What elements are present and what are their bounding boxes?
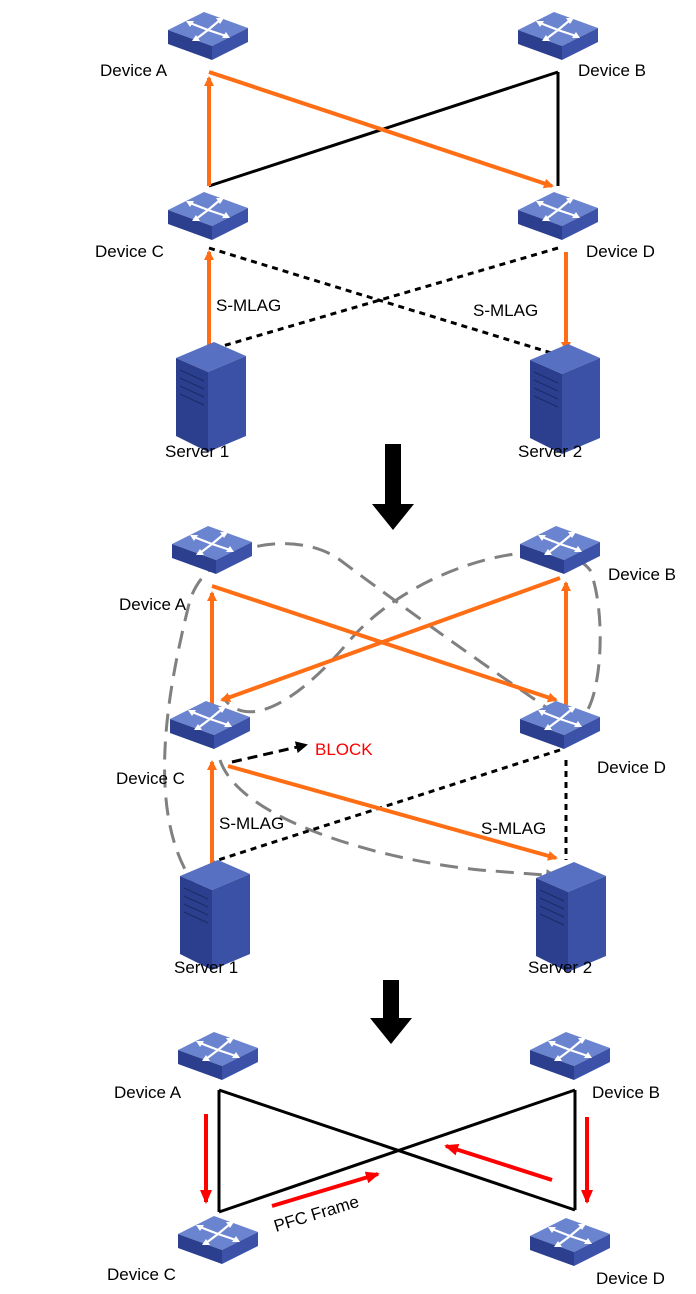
label-device-c: Device C (116, 769, 185, 788)
link-b-c (218, 1088, 576, 1214)
server-icon-1 (175, 341, 247, 453)
panel-3: Device A Device B Device C Device D PFC … (107, 1030, 665, 1288)
switch-icon-a (176, 1030, 260, 1082)
label-device-d: Device D (596, 1269, 665, 1288)
switch-icon-a (170, 524, 254, 576)
switch-icon-d (528, 1216, 612, 1268)
label-device-a: Device A (119, 595, 187, 614)
label-server-1: Server 1 (165, 442, 229, 461)
label-device-c: Device C (95, 242, 164, 261)
traffic-b-to-c (220, 576, 561, 702)
server-icon-2 (535, 861, 607, 973)
label-pfc-frame: PFC Frame (272, 1192, 362, 1236)
label-device-a: Device A (114, 1083, 182, 1102)
switch-icon-c (166, 190, 250, 242)
switch-icon-b (516, 10, 600, 62)
label-block: BLOCK (315, 740, 373, 759)
label-smlag-right: S-MLAG (473, 301, 538, 320)
down-arrow-icon (370, 980, 412, 1044)
label-device-b: Device B (592, 1083, 660, 1102)
loop-path (163, 542, 602, 893)
label-smlag-left: S-MLAG (219, 814, 284, 833)
dotted-d-server1 (208, 246, 559, 352)
block-arrow (231, 741, 308, 764)
down-arrow-icon (372, 444, 414, 530)
switch-icon-a (166, 10, 250, 62)
label-smlag-left: S-MLAG (216, 296, 281, 315)
label-smlag-right: S-MLAG (481, 819, 546, 838)
label-device-a: Device A (100, 61, 168, 80)
label-device-b: Device B (578, 61, 646, 80)
switch-icon-b (528, 1030, 612, 1082)
pfc-arrow-c-to-b (271, 1171, 380, 1208)
traffic-a-to-d (208, 70, 554, 189)
traffic-c-to-server2 (227, 764, 558, 861)
label-server-1: Server 1 (174, 958, 238, 977)
dotted-d-server1 (211, 748, 561, 864)
server-icon-2 (529, 343, 601, 455)
switch-icon-d (516, 190, 600, 242)
panel-2: Device A Device B Device C Device D BLOC… (116, 524, 676, 977)
label-device-d: Device D (597, 758, 666, 777)
pfc-arrow-d-to-a (444, 1143, 553, 1182)
loop-path-lower (218, 759, 558, 882)
label-server-2: Server 2 (518, 442, 582, 461)
panel-1: Device A Device B Device C Device D S-ML… (95, 10, 655, 461)
dotted-c-server2 (208, 246, 559, 357)
label-device-c: Device C (107, 1265, 176, 1284)
label-server-2: Server 2 (528, 958, 592, 977)
label-device-b: Device B (608, 565, 676, 584)
label-device-d: Device D (586, 242, 655, 261)
server-icon-1 (179, 859, 251, 971)
switch-icon-c (176, 1214, 260, 1266)
